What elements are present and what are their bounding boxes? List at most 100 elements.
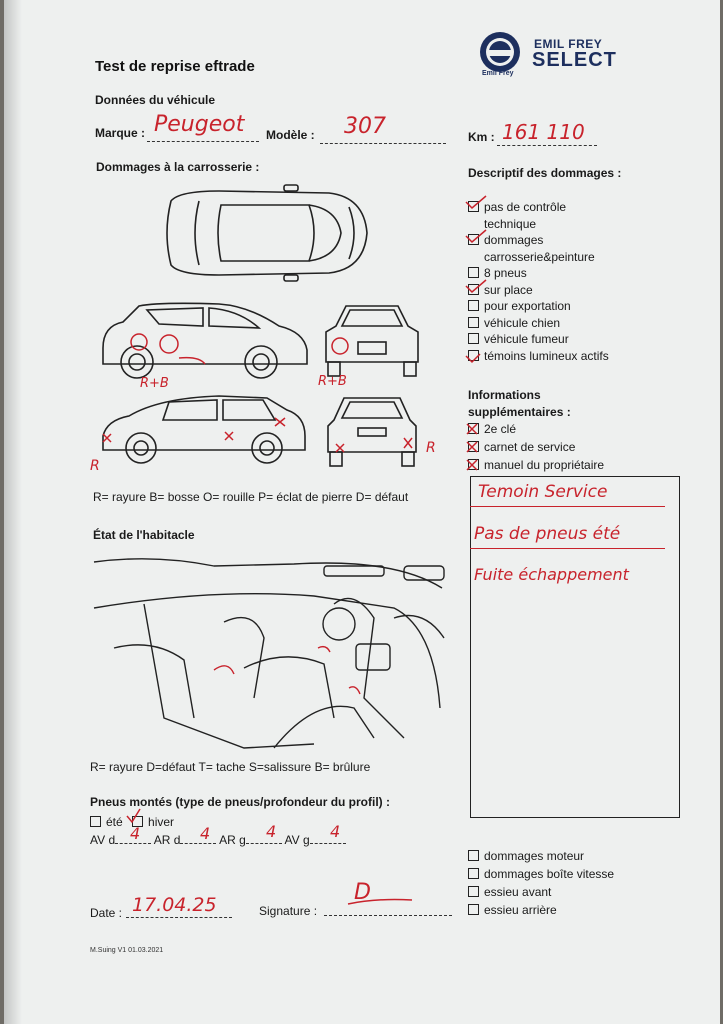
mech-item-boite[interactable]: dommages boîte vitesse — [468, 865, 614, 883]
notes-box[interactable] — [470, 476, 680, 818]
checklist-item-vehicule-chien[interactable]: véhicule chien — [468, 315, 609, 332]
checkbox[interactable] — [468, 316, 479, 328]
additional-info-title-2: supplémentaires : — [468, 405, 571, 419]
brand-line-2: SELECT — [532, 49, 617, 71]
av-g-label: AV g — [284, 833, 310, 847]
car-side-view-right-diagram — [102, 302, 308, 379]
note-line-1: Temoin Service — [478, 482, 608, 502]
date-value[interactable]: 17.04.25 — [132, 894, 217, 916]
mechanical-list: dommages moteur dommages boîte vitesse e… — [468, 847, 614, 919]
km-value[interactable]: 161 110 — [502, 120, 585, 144]
body-damage-legend: R= rayure B= bosse O= rouille P= éclat d… — [93, 490, 409, 504]
damage-description-title: Descriptif des dommages : — [468, 166, 622, 180]
info-item-manuel[interactable]: manuel du propriétaire — [468, 456, 604, 474]
mech-label: essieu avant — [484, 885, 552, 899]
mech-label: dommages boîte vitesse — [484, 867, 615, 881]
signature-stroke — [347, 898, 413, 905]
checkbox-checked[interactable] — [468, 201, 479, 212]
car-top-view-diagram — [166, 184, 368, 282]
signature-line — [324, 915, 452, 916]
ar-g-value[interactable]: 4 — [266, 822, 277, 841]
info-item-carnet[interactable]: carnet de service — [468, 438, 604, 456]
checkmark-strokes — [465, 195, 487, 364]
info-checkmarks — [466, 423, 478, 471]
damage-mark-front[interactable]: R+B — [318, 374, 347, 389]
brand-badge-text: Emil Frey — [482, 70, 514, 77]
checklist-item-carrosserie[interactable]: dommages carrosserie&peinture — [468, 232, 609, 265]
checklist-label: véhicule fumeur — [484, 332, 569, 346]
info-label: carnet de service — [484, 440, 576, 454]
checkbox[interactable] — [468, 267, 479, 278]
checkbox[interactable] — [468, 333, 479, 344]
additional-info-list: 2e clé carnet de service manuel du propr… — [468, 420, 604, 474]
info-label: manuel du propriétaire — [484, 458, 605, 472]
checklist-label: pas de contrôle technique — [484, 200, 567, 231]
car-interior-diagram — [93, 558, 445, 749]
note-line-2: Pas de pneus été — [474, 524, 621, 544]
marque-label: Marque : — [95, 126, 146, 140]
version-note: M.Suing V1 01.03.2021 — [90, 947, 164, 954]
mech-item-essieu-arriere[interactable]: essieu arrière — [468, 901, 614, 919]
checkbox[interactable] — [468, 850, 479, 861]
date-line — [126, 917, 232, 918]
checklist-label: sur place — [484, 282, 533, 297]
vehicle-section-title: Données du véhicule — [95, 93, 216, 107]
damage-mark-rear-left[interactable]: R — [90, 458, 100, 474]
additional-info-title-1: Informations — [468, 388, 541, 402]
checklist-label: dommages carrosserie&peinture — [484, 233, 595, 264]
mech-item-essieu-avant[interactable]: essieu avant — [468, 883, 614, 901]
tire-depth-row: AV d AR d AR g AV g — [90, 833, 346, 847]
checkbox-checked[interactable] — [468, 441, 479, 452]
date-label: Date : — [90, 906, 123, 920]
mech-label: essieu arrière — [484, 903, 557, 917]
body-damage-title: Dommages à la carrosserie : — [96, 160, 260, 174]
checkbox[interactable] — [468, 868, 479, 879]
modele-line — [320, 143, 446, 144]
note-line-3: Fuite échappement — [474, 565, 629, 584]
damage-mark-side[interactable]: R+B — [140, 376, 169, 391]
checklist-item-8-pneus[interactable]: 8 pneus — [468, 265, 609, 282]
checklist-label: témoins lumineux actifs — [484, 348, 609, 363]
ete-label: été — [106, 815, 123, 829]
car-side-view-left-diagram — [102, 395, 306, 464]
note-underline-1 — [470, 506, 665, 507]
interior-section-title: État de l'habitacle — [93, 528, 195, 542]
checklist-label: pour exportation — [484, 299, 571, 313]
checkbox[interactable] — [468, 904, 479, 915]
tire-type-row: été hiver — [90, 815, 174, 829]
checklist-item-vehicule-fumeur[interactable]: véhicule fumeur — [468, 331, 609, 348]
checklist-item-controle-technique[interactable]: pas de contrôle technique — [468, 199, 609, 232]
ar-d-label: AR d — [153, 833, 181, 847]
tires-title: Pneus montés (type de pneus/profondeur d… — [90, 795, 391, 809]
mech-label: dommages moteur — [484, 849, 585, 863]
checklist-item-exportation[interactable]: pour exportation — [468, 298, 609, 315]
damage-mark-rear-right[interactable]: R — [426, 440, 436, 456]
modele-value[interactable]: 307 — [344, 114, 386, 139]
hiver-label: hiver — [148, 815, 175, 829]
note-underline-2 — [470, 548, 665, 549]
car-rear-view-diagram — [327, 397, 417, 467]
av-d-value[interactable]: 4 — [130, 824, 141, 843]
form-title: Test de reprise eftrade — [95, 58, 255, 75]
brand-line-1: EMIL FREY — [534, 37, 603, 51]
checklist-label: véhicule chien — [484, 315, 561, 330]
info-item-2e-cle[interactable]: 2e clé — [468, 420, 604, 438]
marque-value[interactable]: Peugeot — [154, 112, 245, 137]
signature-mark[interactable]: D — [354, 880, 371, 905]
av-d-label: AV d — [90, 833, 116, 847]
av-g-value[interactable]: 4 — [330, 822, 341, 841]
hiver-checkmark — [126, 808, 141, 824]
marque-line — [147, 141, 259, 142]
interior-legend: R= rayure D=défaut T= tache S=salissure … — [90, 760, 371, 774]
km-label: Km : — [468, 130, 495, 144]
checkbox[interactable] — [468, 300, 479, 311]
mech-item-moteur[interactable]: dommages moteur — [468, 847, 614, 865]
ar-d-value[interactable]: 4 — [200, 824, 211, 843]
checkbox[interactable] — [468, 886, 479, 897]
km-line — [497, 145, 597, 146]
gear-badge-icon — [480, 32, 520, 72]
checkbox-ete[interactable] — [90, 816, 101, 827]
checkbox-checked[interactable] — [468, 423, 479, 434]
checkbox-checked[interactable] — [468, 459, 479, 470]
form-sheet: Test de reprise eftrade Emil Frey EMIL F… — [4, 0, 720, 1024]
